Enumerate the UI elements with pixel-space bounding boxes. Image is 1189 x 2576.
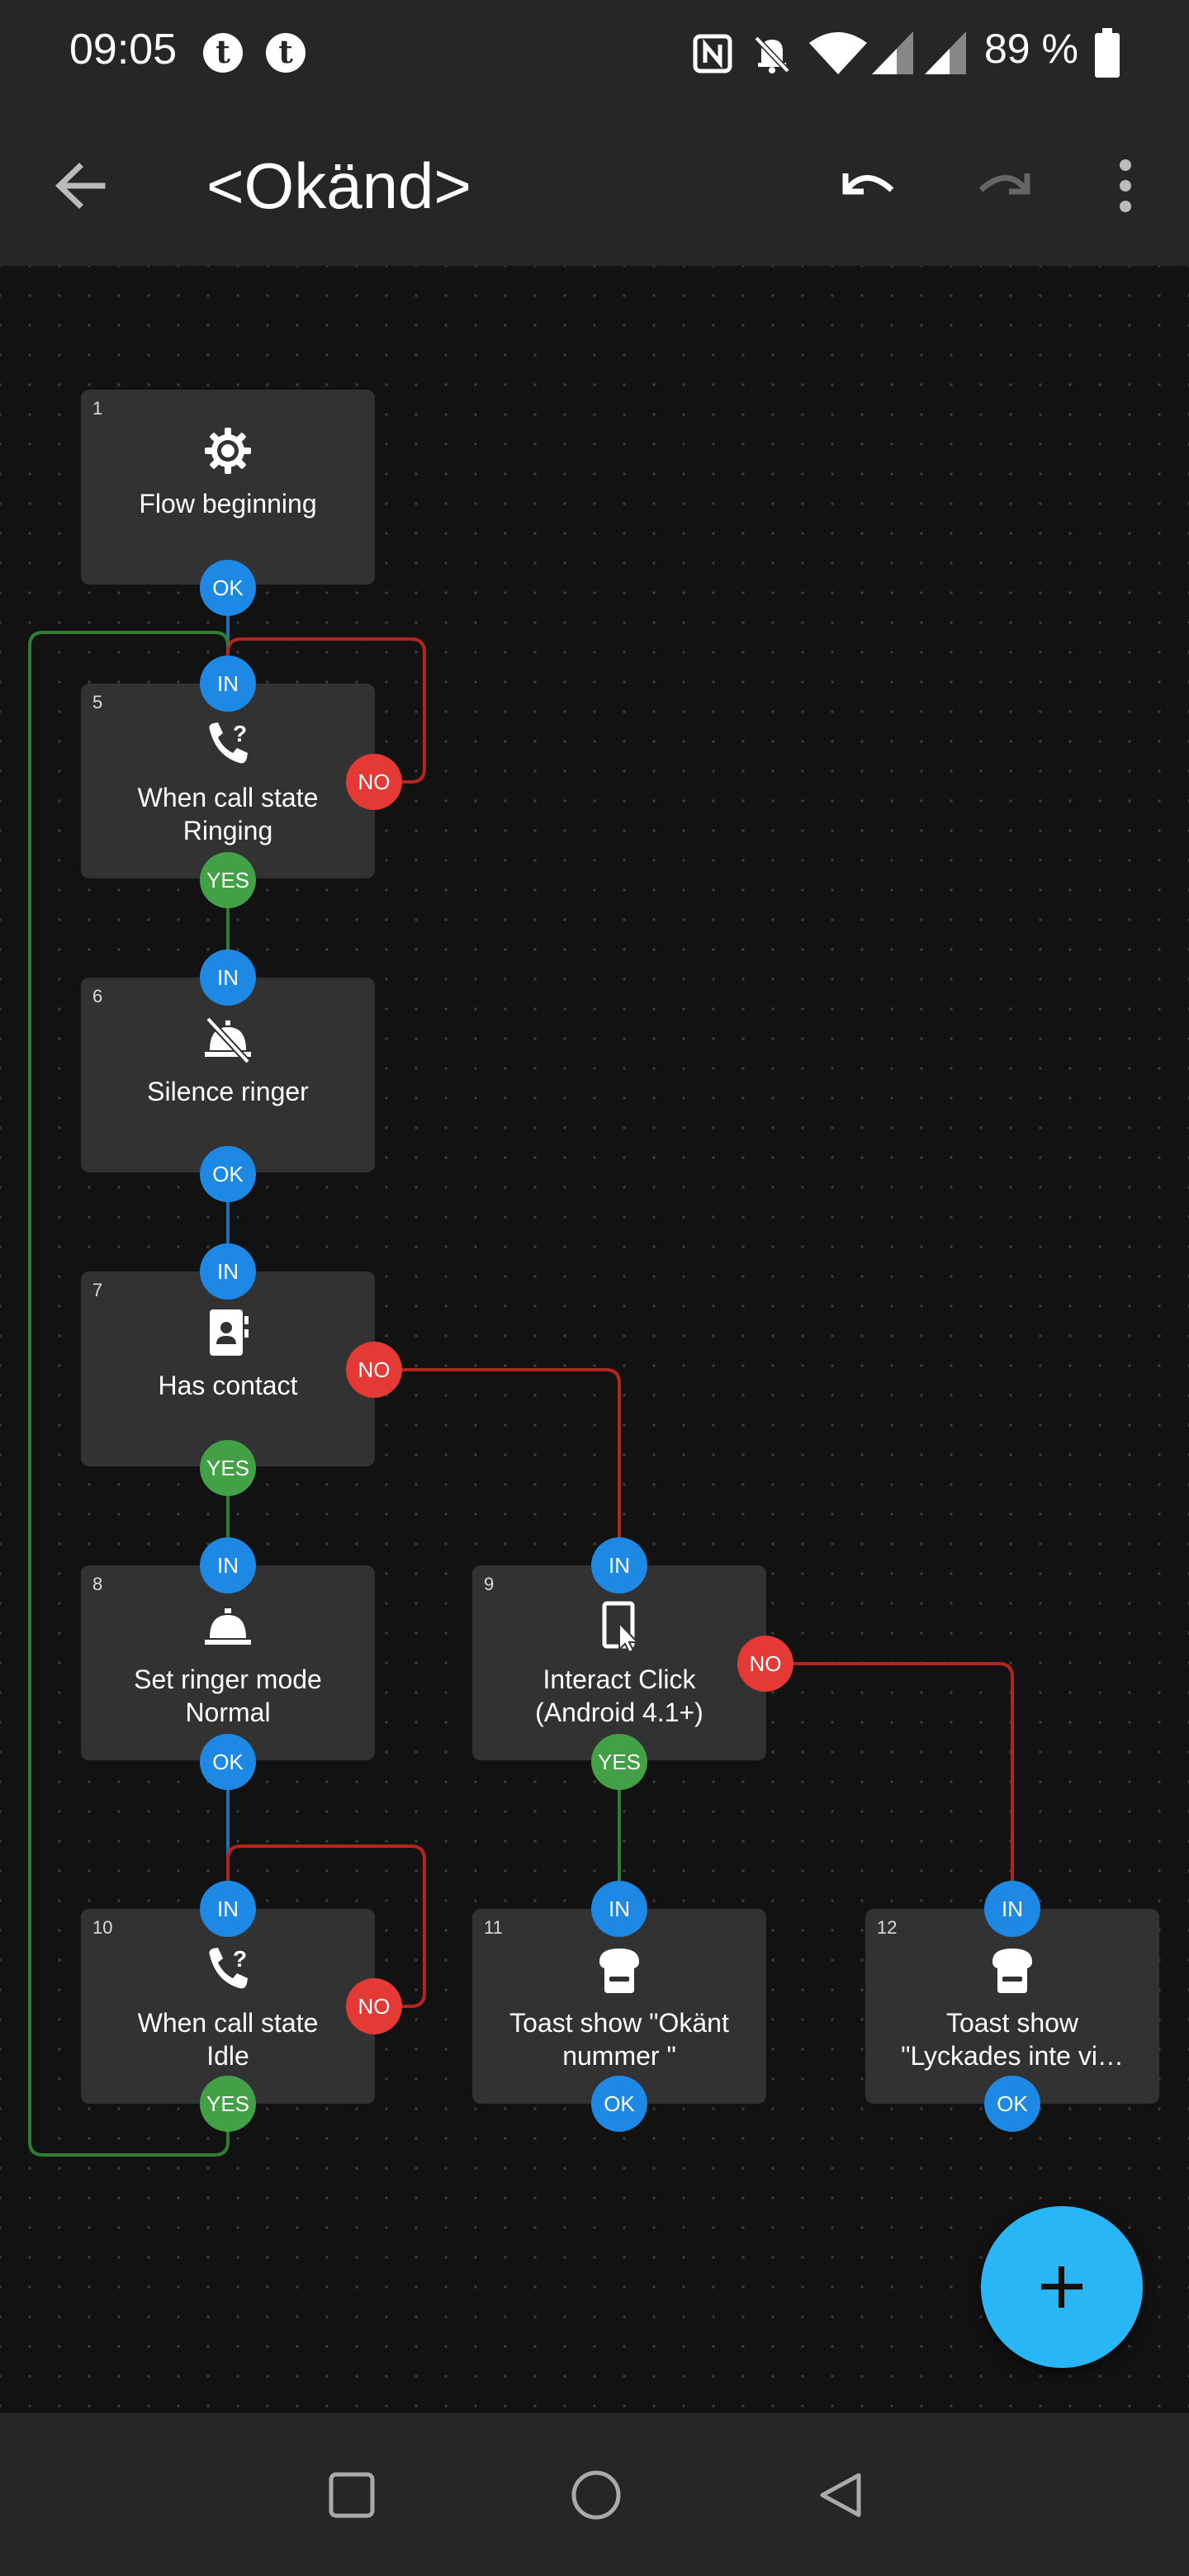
port-in[interactable]: IN [200, 1243, 256, 1300]
flow-node-set-ringer-mode-normal[interactable]: 8 Set ringer mode Normal [81, 1565, 375, 1760]
port-ok[interactable]: OK [591, 2076, 647, 2132]
svg-text:?: ? [233, 721, 247, 746]
redo-icon[interactable] [961, 140, 1052, 231]
node-number: 7 [92, 1280, 103, 1300]
node-number: 8 [92, 1574, 103, 1594]
flow-node-when-call-state-ringing[interactable]: 5 ? When call state Ringing [81, 684, 375, 878]
node-label: Toast show "Lyckades inte vi… [901, 2008, 1124, 2071]
toast-icon [992, 1949, 1032, 1993]
port-no[interactable]: NO [346, 754, 402, 810]
undo-icon[interactable] [821, 140, 912, 231]
port-yes[interactable]: YES [200, 852, 256, 908]
node-label: Set ringer mode Normal [134, 1664, 322, 1727]
back-arrow-icon[interactable] [36, 140, 127, 231]
contact-card-icon [210, 1309, 249, 1356]
flow-node-has-contact[interactable]: 7 Has contact [81, 1271, 375, 1466]
port-in[interactable]: IN [200, 656, 256, 712]
port-ok[interactable]: OK [200, 1734, 256, 1790]
port-ok[interactable]: OK [984, 2076, 1040, 2132]
node-number: 5 [92, 692, 103, 713]
system-nav-bar [0, 2413, 1189, 2576]
battery-icon [1095, 28, 1120, 78]
wire-yes [28, 631, 230, 2157]
port-ok[interactable]: OK [200, 560, 256, 616]
port-no[interactable]: NO [346, 1978, 402, 2034]
nfc-icon [693, 34, 732, 73]
app-bar: <Okänd> [0, 107, 1189, 266]
node-number: 10 [92, 1917, 113, 1938]
wire-no [226, 1844, 426, 2008]
port-in[interactable]: IN [200, 949, 256, 1006]
node-number: 9 [484, 1574, 495, 1594]
tap-pointer-icon [602, 1601, 640, 1653]
square-recents-icon[interactable] [327, 2470, 377, 2520]
flow-connections [28, 586, 1014, 2157]
toast-icon [599, 1949, 639, 1993]
service-bell-icon [205, 1608, 251, 1645]
notification-t-icon: t [203, 33, 243, 73]
port-in[interactable]: IN [200, 1881, 256, 1937]
page-title: <Okänd> [206, 149, 471, 222]
flow-node-toast-show-okant[interactable]: 11 Toast show "Okänt nummer " [472, 1909, 766, 2104]
flow-node-silence-ringer[interactable]: 6 Silence ringer [81, 978, 375, 1172]
port-ok[interactable]: OK [200, 1146, 256, 1202]
node-label: Silence ringer [147, 1077, 309, 1106]
notification-t-icon: t [266, 33, 306, 73]
node-number: 12 [877, 1917, 898, 1938]
status-bar: 09:05 t t 89 % [0, 0, 1189, 107]
port-no[interactable]: NO [737, 1636, 793, 1692]
node-number: 11 [484, 1917, 503, 1938]
node-number: 6 [92, 986, 103, 1006]
signal-icon [925, 31, 966, 74]
node-label: Flow beginning [139, 489, 317, 519]
wire-no [374, 1368, 621, 1565]
wire-no [226, 637, 426, 784]
node-number: 1 [92, 398, 103, 419]
triangle-back-icon[interactable] [816, 2470, 865, 2520]
battery-percent: 89 % [984, 26, 1078, 72]
node-label: Has contact [158, 1371, 298, 1400]
signal-icon [872, 31, 913, 74]
node-label: When call state Idle [137, 2008, 319, 2071]
phone-question-icon: ? [209, 1946, 248, 1989]
bell-off-icon [205, 1016, 251, 1064]
node-label: When call state Ringing [137, 783, 319, 845]
port-in[interactable]: IN [200, 1537, 256, 1593]
flow-node-toast-show-lyckades[interactable]: 12 Toast show "Lyckades inte vi… [865, 1909, 1159, 2104]
port-yes[interactable]: YES [200, 1440, 256, 1496]
phone-question-icon: ? [209, 721, 248, 764]
flow-node-when-call-state-idle[interactable]: 10 ? When call state Idle [81, 1909, 375, 2104]
status-time: 09:05 [69, 26, 178, 73]
port-yes[interactable]: YES [200, 2076, 256, 2132]
port-in[interactable]: IN [984, 1881, 1040, 1937]
port-yes[interactable]: YES [591, 1734, 647, 1790]
flow-node-interact-click[interactable]: 9 Interact Click (Android 4.1+) [472, 1565, 766, 1760]
add-block-button[interactable] [981, 2206, 1143, 2368]
wifi-icon [809, 32, 867, 74]
port-in[interactable]: IN [591, 1537, 647, 1593]
port-no[interactable]: NO [346, 1342, 402, 1398]
gear-icon [205, 428, 251, 474]
more-vert-icon[interactable] [1080, 140, 1171, 231]
circle-home-icon[interactable] [570, 2469, 623, 2522]
svg-text:?: ? [233, 1946, 247, 1972]
node-label: Toast show "Okänt nummer " [509, 2008, 729, 2071]
bell-off-icon [754, 36, 790, 73]
wire-no [765, 1662, 1014, 1909]
plus-icon [1041, 2266, 1082, 2308]
node-label: Interact Click (Android 4.1+) [535, 1664, 703, 1727]
flow-node-flow-beginning[interactable]: 1 Flow beginning [81, 390, 375, 585]
port-in[interactable]: IN [591, 1881, 647, 1937]
flow-canvas[interactable]: 1 Flow beginning OK 5 ? When call state … [0, 266, 1189, 2413]
